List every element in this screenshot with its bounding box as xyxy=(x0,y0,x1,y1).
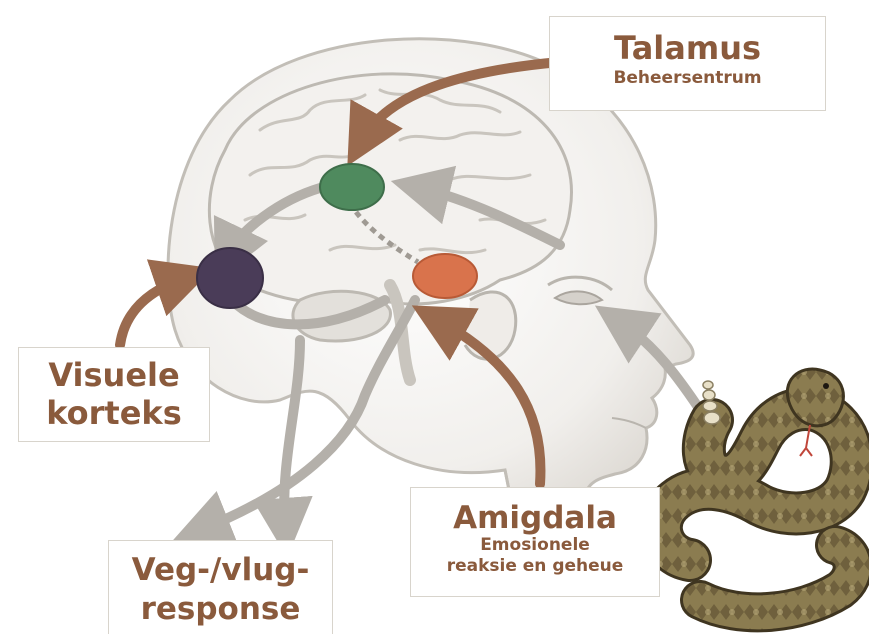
amigdala-subtitle-line2: reaksie en geheue xyxy=(411,556,659,577)
veg-vlug-label: Veg-/vlug- response xyxy=(108,540,333,634)
talamus-title: Talamus xyxy=(550,31,825,66)
talamus-label: Talamus Beheersentrum xyxy=(549,16,826,111)
rattlesnake-icon xyxy=(661,369,853,612)
amigdala-title: Amigdala xyxy=(411,501,659,535)
visuele-korteks-line2: korteks xyxy=(19,394,209,432)
amigdala-label: Amigdala Emosionele reaksie en geheue xyxy=(410,487,660,597)
veg-vlug-line2: response xyxy=(109,590,332,629)
veg-vlug-line1: Veg-/vlug- xyxy=(109,551,332,590)
amigdala-subtitle-line1: Emosionele xyxy=(411,535,659,556)
visuele-korteks-line1: Visuele xyxy=(19,356,209,394)
visuele-korteks-label: Visuele korteks xyxy=(18,347,210,442)
talamus-subtitle: Beheersentrum xyxy=(550,68,825,89)
amygdala-node xyxy=(413,254,477,298)
visual-cortex-node xyxy=(197,248,263,308)
talamus-node xyxy=(320,164,384,210)
